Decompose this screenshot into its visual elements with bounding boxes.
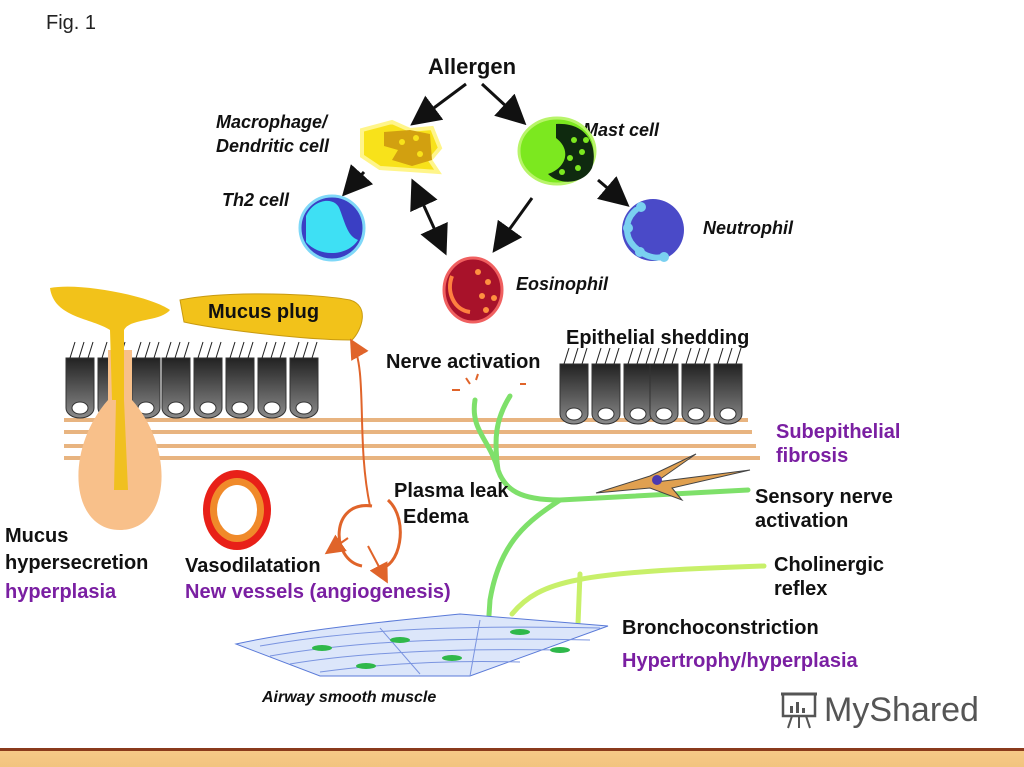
macrophage-label-2: Dendritic cell — [216, 136, 330, 156]
new-vessels-label: New vessels (angiogenesis) — [185, 581, 451, 603]
epithelial-cell — [623, 347, 653, 425]
nerve-spark-icon — [452, 373, 526, 391]
neutrophil-icon — [622, 199, 684, 262]
hypertrophy-label: Hypertrophy/hyperplasia — [622, 650, 859, 672]
epithelial-shedding-label: Epithelial shedding — [566, 327, 749, 349]
epithelial-cell — [257, 341, 287, 419]
arrow-mast-eosinophil — [492, 197, 534, 253]
epithelial-cell — [713, 347, 743, 425]
th2-cell-icon — [298, 194, 366, 262]
epithelial-cell — [225, 341, 255, 419]
mast-cell-icon — [517, 116, 597, 186]
fibroblast-icon — [595, 453, 751, 502]
arrow-allergen-mast — [480, 82, 527, 126]
bronchoconstriction-label: Bronchoconstriction — [622, 617, 819, 639]
epithelium-right — [559, 347, 743, 425]
sensory-nerve — [471, 393, 751, 633]
cholinergic-label-2: reflex — [774, 578, 827, 600]
mucus-label-3: hyperplasia — [5, 581, 117, 603]
arrow-macrophage-th2 — [341, 164, 374, 197]
epithelial-cell — [193, 341, 223, 419]
mast-cell-label: Mast cell — [583, 120, 660, 140]
airway-smooth-muscle-icon — [234, 613, 609, 677]
mucus-gland-icon — [50, 286, 170, 530]
blood-vessel-icon — [203, 470, 271, 550]
arrow-mast-neutrophil — [597, 176, 630, 207]
subepithelial-fibrosis-label-1: Subepithelial — [776, 421, 900, 443]
mucus-label-2: hypersecretion — [5, 552, 148, 574]
basement-membrane-fibers — [64, 418, 760, 460]
epithelial-cell — [559, 347, 589, 425]
epithelial-cell — [591, 347, 621, 425]
epithelial-cell — [161, 341, 191, 419]
mucus-label-1: Mucus — [5, 525, 68, 547]
arrow-allergen-macrophage — [410, 82, 467, 126]
th2-cell-label: Th2 cell — [222, 190, 290, 210]
allergen-label: Allergen — [428, 54, 516, 79]
cholinergic-label-1: Cholinergic — [774, 554, 884, 576]
subepithelial-fibrosis-label-2: fibrosis — [776, 445, 848, 467]
vasodilatation-label: Vasodilatation — [185, 555, 321, 577]
plasma-leak-label: Plasma leak — [394, 480, 509, 502]
edema-label: Edema — [403, 506, 469, 528]
epithelial-cell — [681, 347, 711, 425]
figure-label: Fig. 1 — [46, 12, 96, 34]
epithelial-cell — [649, 347, 679, 425]
mucus-plug-label: Mucus plug — [208, 301, 319, 323]
eosinophil-label: Eosinophil — [516, 274, 609, 294]
mucus-plug: Mucus plug — [179, 293, 363, 341]
sensory-nerve-label-1: Sensory nerve — [755, 486, 893, 508]
watermark-text: MyShared — [824, 690, 979, 729]
presentation-board-icon — [781, 692, 817, 729]
nerve-activation-label: Nerve activation — [386, 351, 541, 373]
slide-footer-bar — [0, 748, 1024, 767]
epithelial-cell — [289, 341, 319, 419]
sensory-nerve-label-2: activation — [755, 510, 848, 532]
epithelial-cell — [65, 341, 95, 419]
smooth-muscle-label: Airway smooth muscle — [261, 689, 436, 706]
macrophage-label-1: Macrophage/ — [216, 112, 329, 132]
neutrophil-label: Neutrophil — [703, 218, 794, 238]
plasma-leak-arrows — [324, 338, 402, 584]
myshared-watermark: MyShared — [780, 690, 979, 730]
arrow-macrophage-eosinophil — [410, 178, 448, 256]
macrophage-cell-icon — [360, 119, 443, 175]
cholinergic-nerve — [509, 563, 767, 627]
eosinophil-icon — [442, 256, 504, 324]
epithelial-cell — [131, 341, 161, 419]
